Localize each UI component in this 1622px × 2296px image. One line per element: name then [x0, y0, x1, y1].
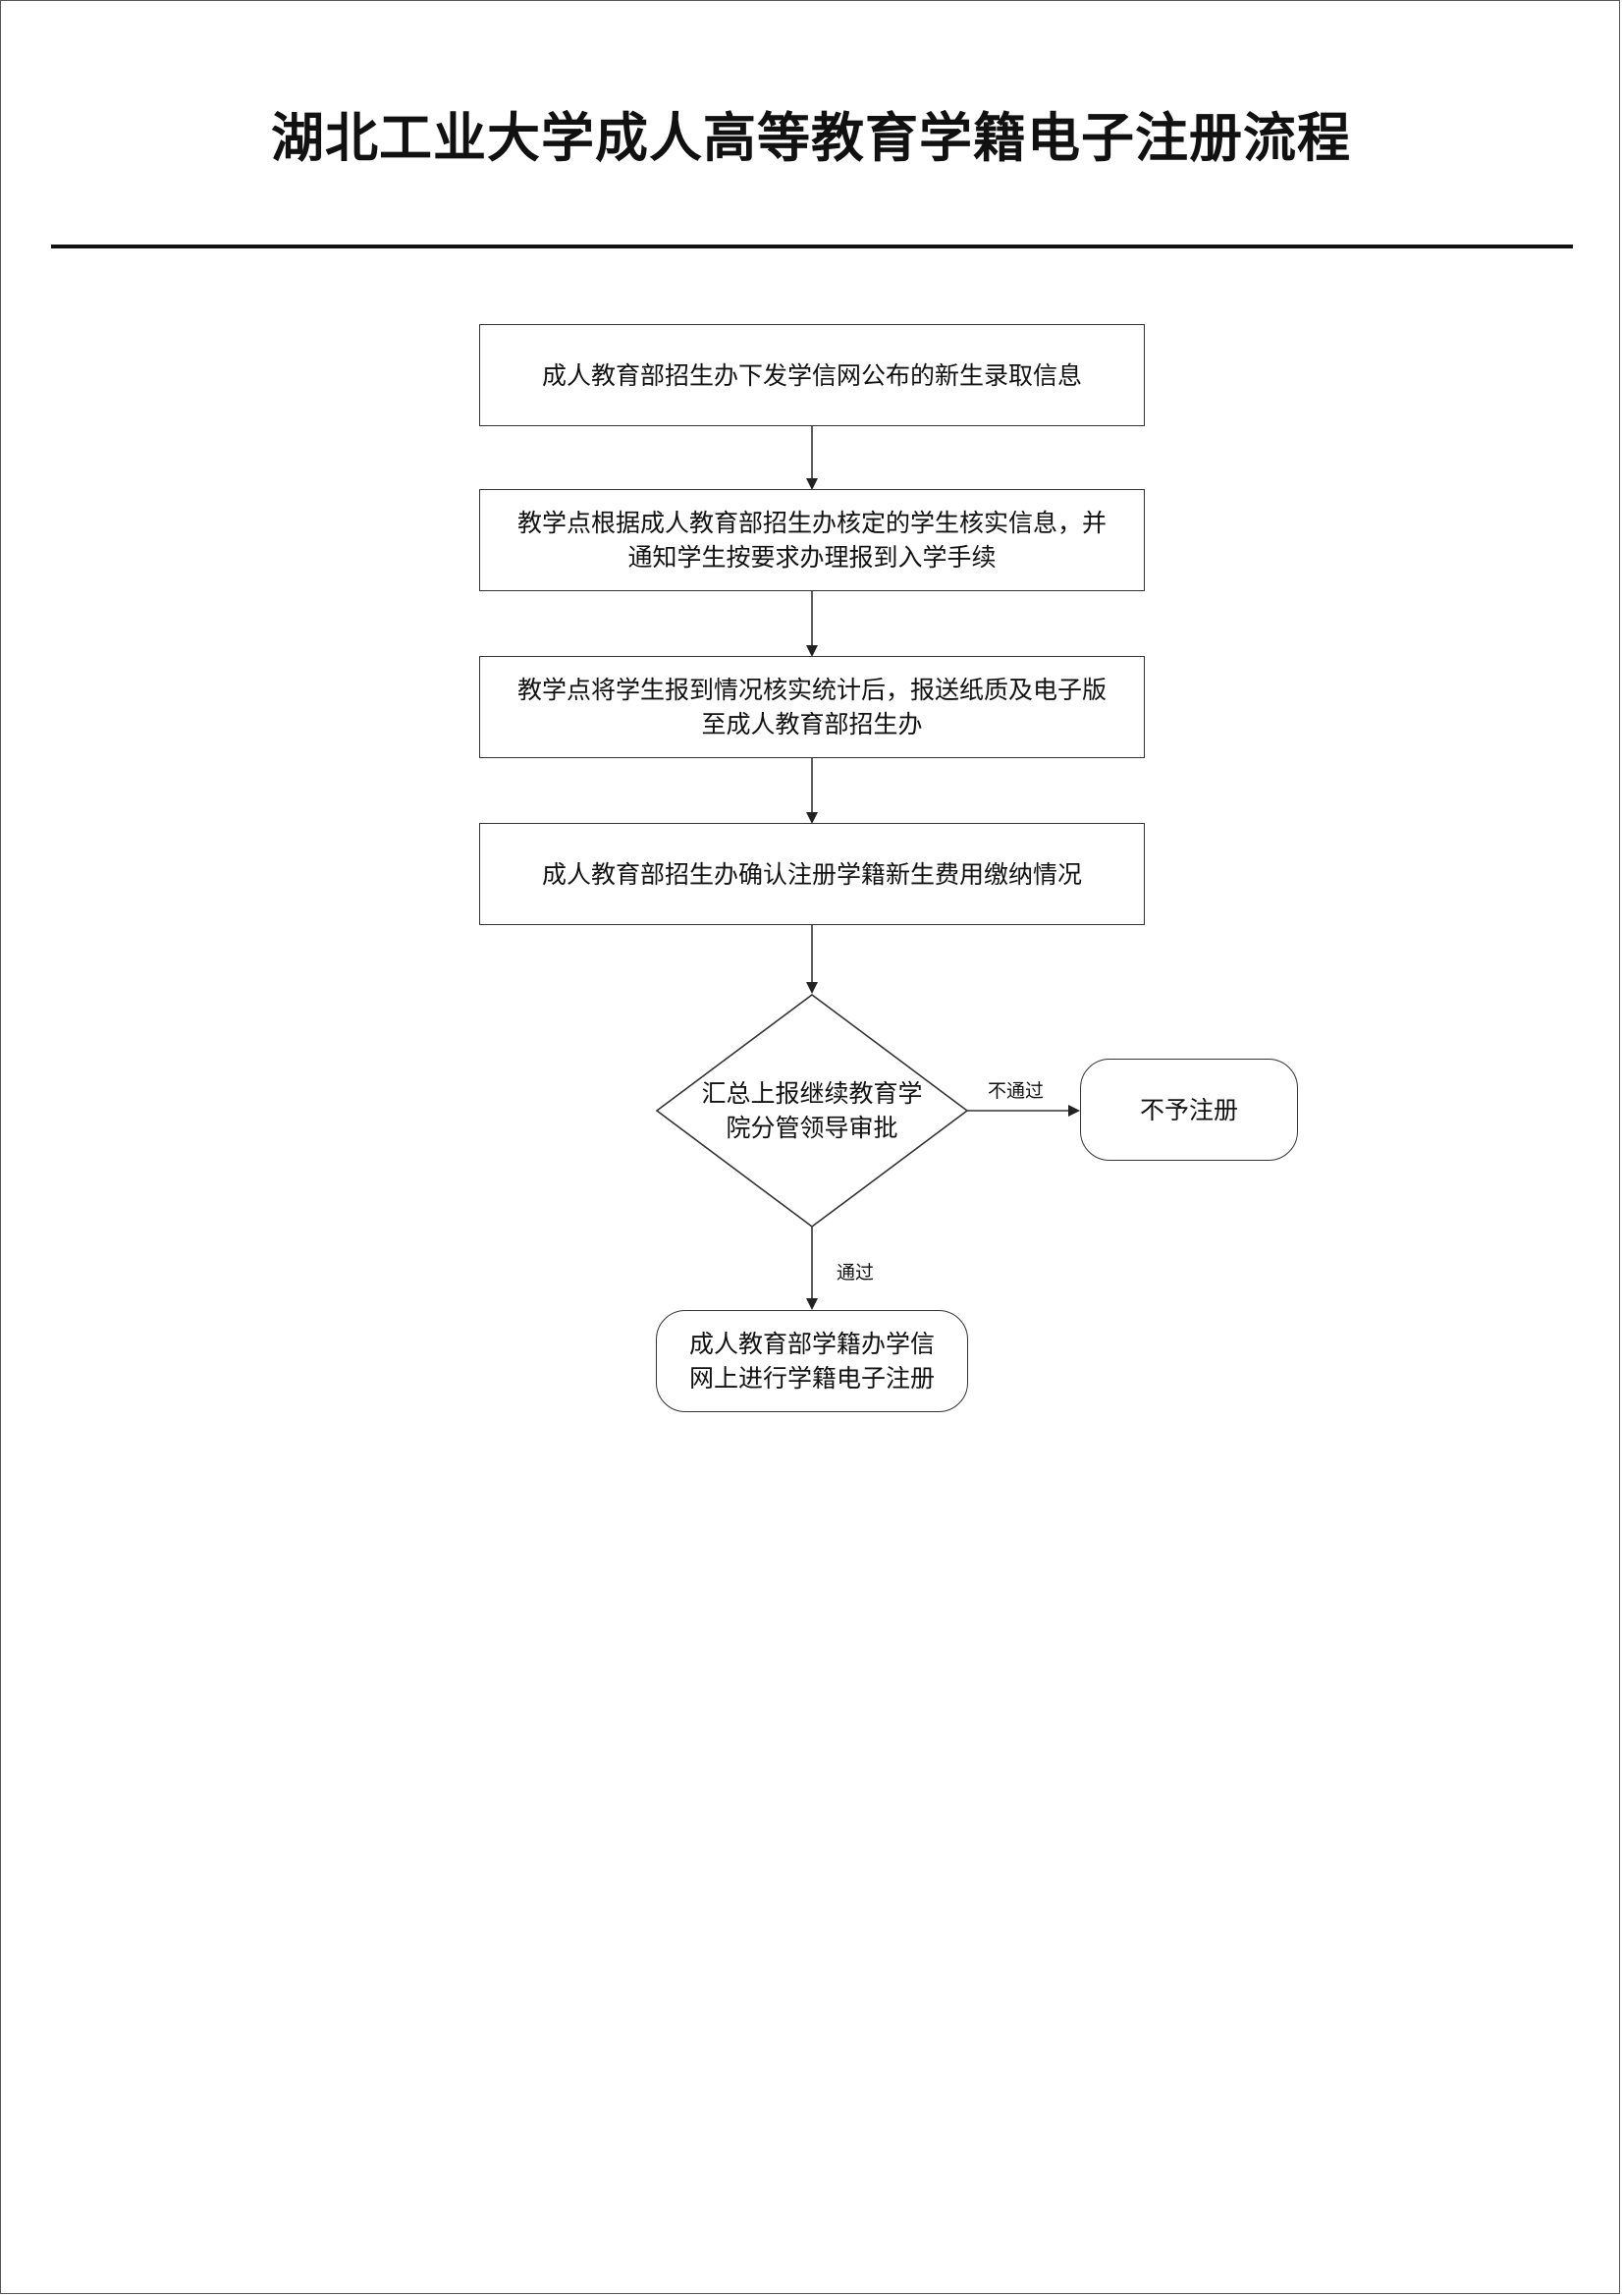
decision-text: 汇总上报继续教育学院分管领导审批	[701, 1079, 923, 1142]
title-underline	[51, 245, 1573, 248]
step2-text: 教学点根据成人教育部招生办核定的学生核实信息，并通知学生按要求办理报到入学手续	[516, 509, 1107, 572]
register-text: 成人教育部学籍办学信网上进行学籍电子注册	[688, 1330, 935, 1393]
step4-box: 成人教育部招生办确认注册学籍新生费用缴纳情况	[479, 823, 1145, 925]
decision-label: 汇总上报继续教育学院分管领导审批	[691, 1070, 933, 1151]
step4-text: 成人教育部招生办确认注册学籍新生费用缴纳情况	[541, 859, 1082, 889]
step2-box: 教学点根据成人教育部招生办核定的学生核实信息，并通知学生按要求办理报到入学手续	[479, 489, 1145, 591]
register-box: 成人教育部学籍办学信网上进行学籍电子注册	[656, 1310, 968, 1412]
step3-box: 教学点将学生报到情况核实统计后，报送纸质及电子版至成人教育部招生办	[479, 656, 1145, 758]
step3-text: 教学点将学生报到情况核实统计后，报送纸质及电子版至成人教育部招生办	[516, 676, 1107, 738]
reject-box: 不予注册	[1080, 1059, 1298, 1161]
step1-box: 成人教育部招生办下发学信网公布的新生录取信息	[479, 324, 1145, 426]
edge-label-pass: 通过	[837, 1262, 875, 1284]
step1-text: 成人教育部招生办下发学信网公布的新生录取信息	[541, 360, 1082, 390]
page-title: 湖北工业大学成人高等教育学籍电子注册流程	[271, 106, 1351, 169]
edge-label-reject: 不通过	[988, 1080, 1045, 1102]
reject-text: 不予注册	[1139, 1095, 1238, 1124]
